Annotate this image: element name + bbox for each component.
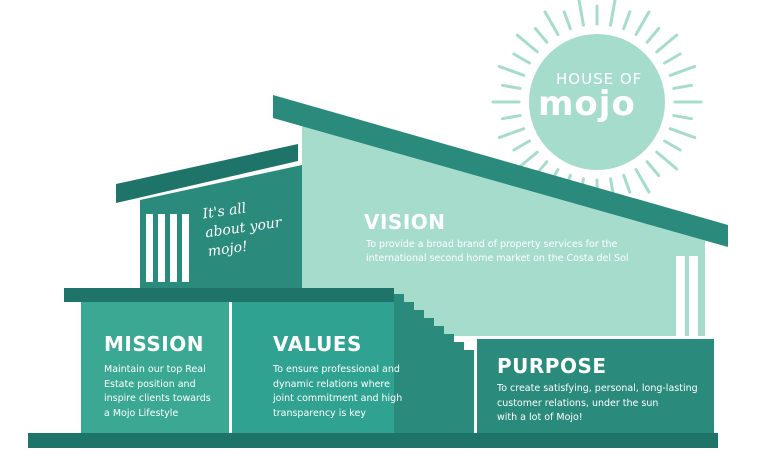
vision-wall [302,122,705,336]
logo-line2: mojo [538,84,636,124]
sun-ray [497,127,526,140]
sun-ray [655,33,679,54]
sun-ray [672,114,694,121]
sun-ray [645,26,661,44]
sun-ray [622,10,632,31]
sun-ray [500,114,522,121]
sun-ray [533,26,549,44]
sun-ray [577,0,585,27]
sun-ray [512,139,531,152]
stairs [394,294,474,433]
mission-divider [229,302,232,433]
sun-ray [562,10,572,31]
sun-ray [515,33,539,54]
purpose-block [477,339,714,433]
mission-block [81,302,229,433]
middle-slab [64,288,394,302]
mission-title: MISSION [104,332,204,356]
sun-ray [672,83,694,90]
upper-left-windows [146,214,189,282]
main-roof [273,95,728,247]
right-window [676,256,698,336]
sun-ray [663,139,682,152]
sun-ray [500,83,522,90]
ground-slab [28,433,718,448]
sun-ray [543,10,560,36]
sun-ray [668,64,697,77]
purpose-title: PURPOSE [497,354,607,378]
purpose-text: To create satisfying, personal, long-las… [497,383,698,423]
values-block [232,302,394,433]
values-text: To ensure professional and dynamic relat… [273,364,403,419]
sun-ray [497,64,526,77]
tagline-script: It's all about your mojo! [201,200,283,261]
sun-ray [655,150,679,171]
sun-ray [634,10,651,36]
values-title: VALUES [273,332,362,356]
vision-title: VISION [364,210,446,234]
mission-text: Maintain our top Real Estate position an… [104,364,211,419]
sun-ray [512,52,531,65]
upper-left-roof [116,144,298,203]
logo-line1: HOUSE OF [556,70,643,88]
upper-left-wall [140,165,302,288]
vision-text: To provide a broad brand of property ser… [366,239,629,264]
sun-ray [622,173,632,194]
sun-ray [668,127,697,140]
sun-circle [529,34,665,170]
sun-ray [609,0,617,27]
sun-ray [663,52,682,65]
sun-ray [634,168,651,194]
sun-ray [645,160,661,178]
